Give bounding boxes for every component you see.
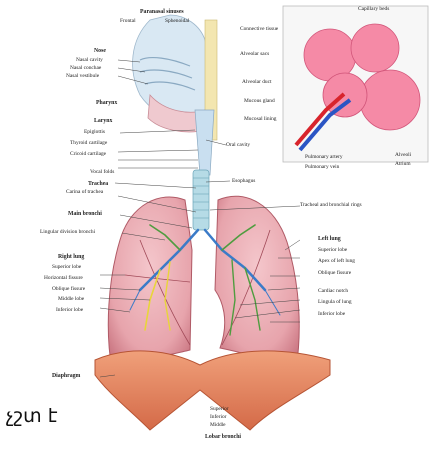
label-nasal-vestibule: Nasal vestibule (66, 73, 100, 79)
label-lobar-superior: Superior (210, 406, 229, 412)
label-superior-lobe-right: Superior lobe (52, 264, 82, 270)
label-superior-lobe-left: Superior lobe (318, 247, 348, 253)
label-left-lung: Left lung (318, 236, 341, 242)
label-connective-tissue: Connective tissue (240, 26, 279, 32)
label-inferior-lobe-right: Inferior lobe (56, 306, 84, 313)
label-capillary-beds: Capillary beds (358, 6, 389, 12)
label-inferior-lobe-left: Inferior lobe (318, 310, 346, 317)
label-lobar-bronchi: Lobar bronchi (205, 434, 241, 440)
label-alveoli: Alveoli (395, 152, 412, 158)
nasal-cavity-shape (133, 15, 210, 120)
label-atrium: Atrium (395, 161, 411, 167)
trachea-tube (193, 170, 209, 230)
label-pulmonary-vein: Pulmonary vein (305, 164, 340, 170)
label-alveolar-duct: Alveolar duct (242, 79, 272, 85)
label-diaphragm: Diaphragm (52, 373, 81, 379)
label-thyroid-cartilage: Thyroid cartilage (70, 140, 108, 146)
label-frontal: Frontal (120, 18, 136, 24)
label-larynx: Larynx (94, 118, 112, 124)
label-horizontal-fissure: Horizontal fissure (44, 274, 83, 281)
label-nose: Nose (94, 48, 106, 54)
label-oblique-fissure-right: Oblique fissure (52, 285, 86, 292)
right-lung-shape (108, 197, 192, 370)
label-sphenoidal: Sphenoidal (165, 18, 190, 24)
label-cricoid-cartilage: Cricoid cartilage (70, 151, 107, 157)
label-right-lung: Right lung (58, 254, 84, 260)
label-pulmonary-artery: Pulmonary artery (305, 154, 343, 160)
label-cardiac-notch: Cardiac notch (318, 288, 348, 294)
label-lobar-middle: Middle (210, 422, 226, 428)
label-nasal-conchae: Nasal conchae (70, 65, 102, 71)
caption-text: չշտ է (6, 405, 57, 427)
label-paranasal-sinuses: Paranasal sinuses (140, 9, 184, 15)
alveoli-inset (283, 6, 428, 162)
label-pharynx: Pharynx (96, 100, 117, 106)
label-tracheal-bronchial-rings: Tracheal and bronchial rings (300, 202, 362, 208)
label-lingular-division: Lingular division bronchi (40, 229, 96, 235)
label-lingula: Lingula of lung (318, 298, 352, 305)
label-oblique-fissure-left: Oblique fissure (318, 269, 352, 276)
label-alveolar-sacs: Alveolar sacs (240, 51, 269, 57)
label-epiglottis: Epiglottis (84, 129, 105, 135)
trachea-group (193, 170, 209, 230)
label-main-bronchi: Main bronchi (68, 211, 102, 217)
label-vocal-folds: Vocal folds (90, 168, 114, 175)
label-mucous-gland: Mucous gland (244, 98, 275, 104)
label-apex-left-lung: Apex of left lung (318, 257, 355, 264)
label-lobar-inferior: Inferior (210, 413, 227, 420)
label-nasal-cavity: Nasal cavity (76, 57, 103, 63)
label-esophagus: Esophagus (232, 178, 255, 184)
label-oral-cavity: Oral cavity (226, 142, 250, 148)
label-trachea: Trachea (88, 181, 108, 187)
label-middle-lobe: Middle lobe (58, 296, 85, 302)
pharynx-shape (195, 110, 214, 175)
label-carina: Carina of trachea (66, 188, 104, 195)
label-mucosal-lining: Mucosal lining (244, 116, 277, 122)
head-section (133, 15, 217, 175)
